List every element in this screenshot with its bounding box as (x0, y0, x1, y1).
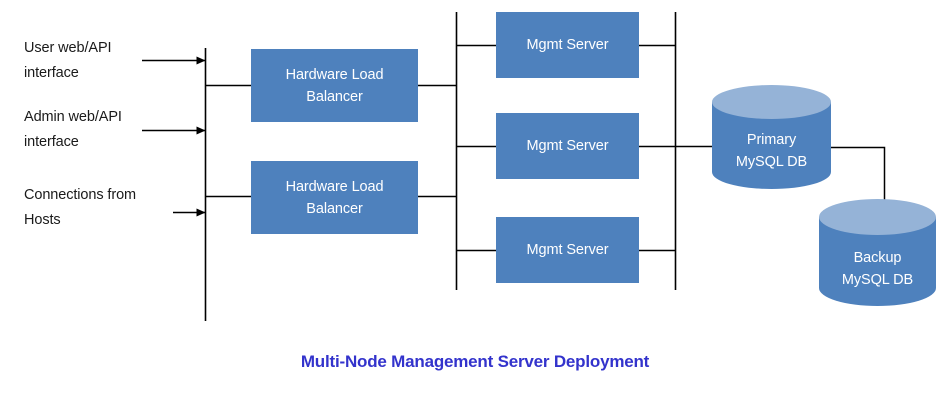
node-mgmt-server-1[interactable]: Mgmt Server (496, 12, 639, 78)
node-mgmt-server-2[interactable]: Mgmt Server (496, 113, 639, 179)
node-mgmt-server-3[interactable]: Mgmt Server (496, 217, 639, 283)
node-hardware-load-balancer-1[interactable]: Hardware Load Balancer (251, 49, 418, 122)
database-cylinder-icon (712, 85, 831, 189)
input-label-admin-web-api: Admin web/API interface (24, 109, 122, 150)
primary-mysql-db-label: Primary MySQL DB (735, 132, 808, 170)
node-primary-mysql-db[interactable]: Primary MySQL DB (712, 85, 831, 189)
input-label-user-web-api: User web/API interface (24, 40, 112, 81)
input-label-connections-from-hosts: Connections from Hosts (24, 187, 137, 228)
database-cylinder-icon (819, 199, 936, 306)
diagram-caption: Multi-Node Management Server Deployment (300, 352, 650, 371)
node-hardware-load-balancer-2[interactable]: Hardware Load Balancer (251, 161, 418, 234)
link-primary-db-to-backup-db (826, 146, 886, 224)
backup-mysql-db-label: Backup MySQL DB (841, 250, 914, 288)
node-backup-mysql-db[interactable]: Backup MySQL DB (819, 199, 936, 306)
